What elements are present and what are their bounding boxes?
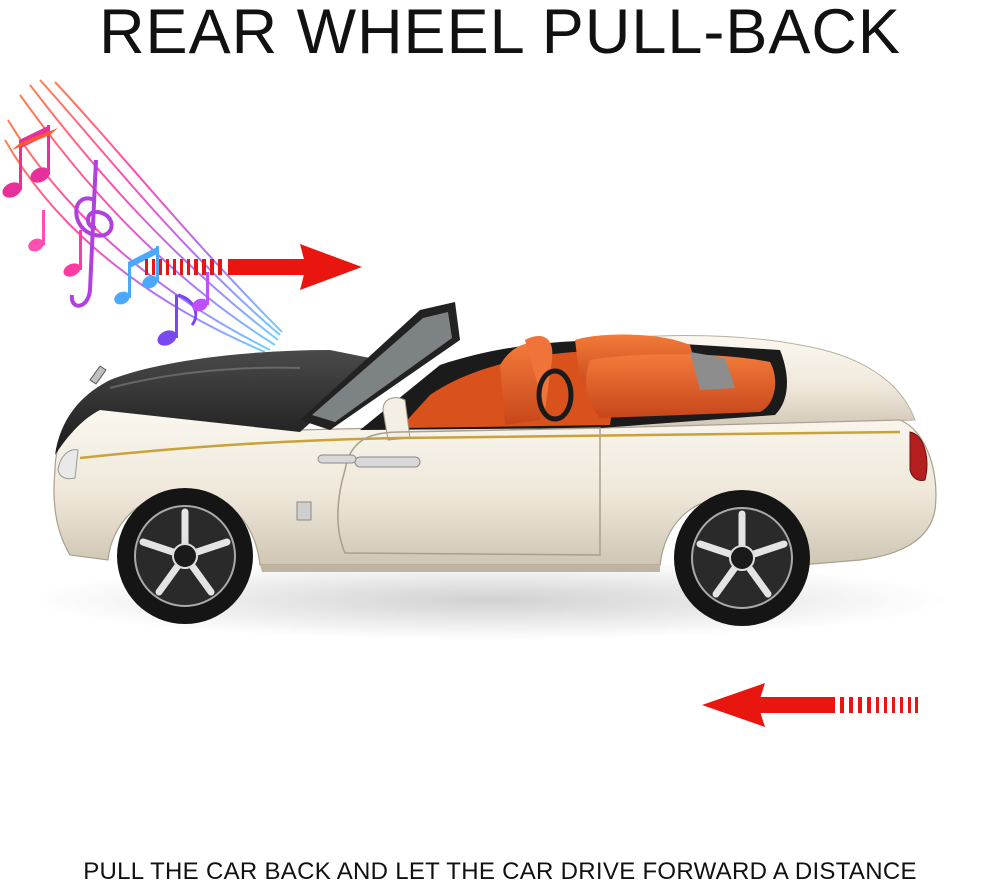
car-model [53,302,937,572]
front-wheel [117,488,253,624]
arrow-right-icon [145,244,362,290]
rear-wheel [674,490,810,626]
headline: REAR WHEEL PULL-BACK [99,0,901,67]
arrow-left-icon [702,683,918,727]
caption: PULL THE CAR BACK AND LET THE CAR DRIVE … [83,858,917,885]
music-notes-icon [2,79,283,353]
